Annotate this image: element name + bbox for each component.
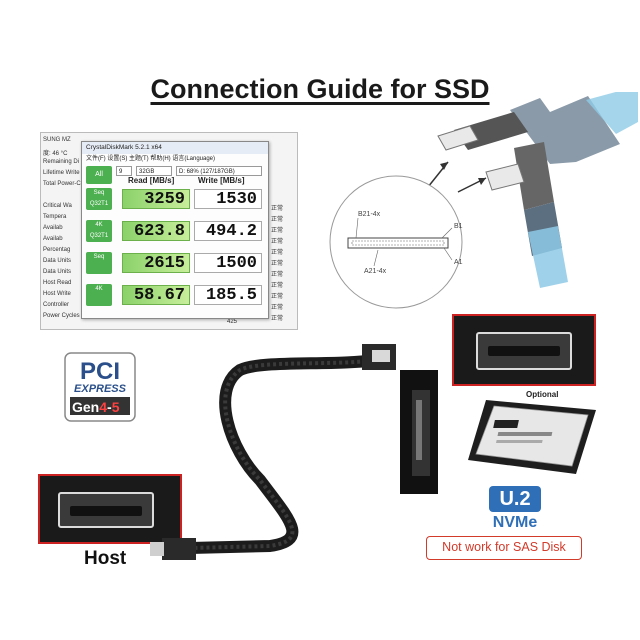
smart-info-background: SUNG MZ 度: 46 °C Remaining Di Lifetime Writ… [41,133,297,329]
window-title: CrystalDiskMark 5.2.1 x64 [82,142,268,154]
smart-attribute-label: Host Read [43,280,72,286]
runs-select[interactable]: 9 [116,166,132,176]
smart-status-value: 正常 [271,217,284,223]
write-value: 1500 [194,253,262,273]
read-value: 623.8 [122,221,190,241]
pci-express-logo: PCI EXPRESS Gen4-5 [64,352,136,422]
host-port-photo [38,474,182,544]
nvme-label: NVMe [492,514,538,531]
optional-label: Optional [526,390,559,399]
smart-attribute-label: Critical Wa [43,203,72,209]
angled-connector-icon [485,142,568,288]
smart-attribute-label: Controller [43,302,70,308]
read-value: 58.67 [122,285,190,305]
u2-badge: U.2 [489,486,541,512]
svg-text:EXPRESS: EXPRESS [74,383,127,395]
ssd-drive-icon [468,400,596,474]
smart-status-value: 正常 [271,239,284,245]
smart-attribute-label: Total Power-C [43,181,81,187]
pinout-bottom-label: A21-4x [364,268,387,275]
pinout-b1-label: B1 [454,223,463,230]
benchmark-row-label[interactable]: 4K Q32T1 [86,220,112,242]
write-header: Write [MB/s] [198,176,245,185]
read-value: 2615 [122,253,190,273]
smart-attribute-label: Data Units [43,258,72,264]
u2-adapter-board-icon [400,370,438,494]
smart-attribute-label: Tempera [43,214,67,220]
window-menu: 文件(F) 设置(S) 主题(T) 帮助(H) 语言(Language) [86,156,216,162]
read-value: 3259 [122,189,190,209]
power-cycles-value: 425 [227,319,238,325]
host-port-icon [58,492,154,528]
crystaldiskmark-window: CrystalDiskMark 5.2.1 x64 文件(F) 设置(S) 主题… [81,141,269,319]
smart-attribute-label: Remaining Di [43,159,80,165]
pinout-top-label: B21-4x [358,211,381,218]
host-label: Host [84,548,127,569]
write-value: 185.5 [194,285,262,305]
cable-top-connector-icon [362,344,396,370]
benchmark-screenshot: SUNG MZ 度: 46 °C Remaining Di Lifetime Writ… [40,132,298,330]
sas-warning-badge: Not work for SAS Disk [426,536,582,560]
read-header: Read [MB/s] [128,176,175,185]
write-value: 1530 [194,189,262,209]
smart-status-value: 正常 [271,305,284,311]
smart-status-value: 正常 [271,228,284,234]
smart-attribute-label: Host Write [43,291,71,297]
smart-attribute-label: Power Cycles [43,313,80,319]
connector-pinout-diagram: B21-4x A21-4x B1 A1 [329,92,638,309]
smart-attribute-label: SUNG MZ [43,137,71,143]
smart-status-value: 正常 [271,283,284,289]
u2-port-icon [476,332,572,370]
cable-illustration [150,344,438,560]
smart-status-value: 正常 [271,250,284,256]
write-value: 494.2 [194,221,262,241]
pinout-a1-label: A1 [454,259,463,266]
cable-bottom-connector-icon [150,538,196,560]
svg-text:PCI: PCI [80,358,120,385]
size-select[interactable]: 32GB [136,166,172,176]
smart-attribute-label: Data Units [43,269,72,275]
smart-attribute-label: Availab [43,236,63,242]
drive-select[interactable]: D: 68% (127/187GB) [176,166,262,176]
smart-status-value: 正常 [271,316,284,322]
benchmark-row-label[interactable]: 4K [86,284,112,306]
u2-connector-photo [452,314,596,386]
smart-status-value: 正常 [271,272,284,278]
smart-status-value: 正常 [271,206,284,212]
benchmark-row-label[interactable]: Seq [86,252,112,274]
smart-status-value: 正常 [271,294,284,300]
smart-attribute-label: Lifetime Write [43,170,80,176]
svg-text:Gen4-5: Gen4-5 [72,399,120,415]
smart-status-value: 正常 [271,261,284,267]
smart-attribute-label: 度: 46 °C [43,151,68,157]
page-title: Connection Guide for SSD [150,74,490,104]
smart-attribute-label: Percentag [43,247,71,253]
all-button[interactable]: All [86,166,112,184]
smart-attribute-label: Availab [43,225,63,231]
benchmark-row-label[interactable]: Seq Q32T1 [86,188,112,210]
